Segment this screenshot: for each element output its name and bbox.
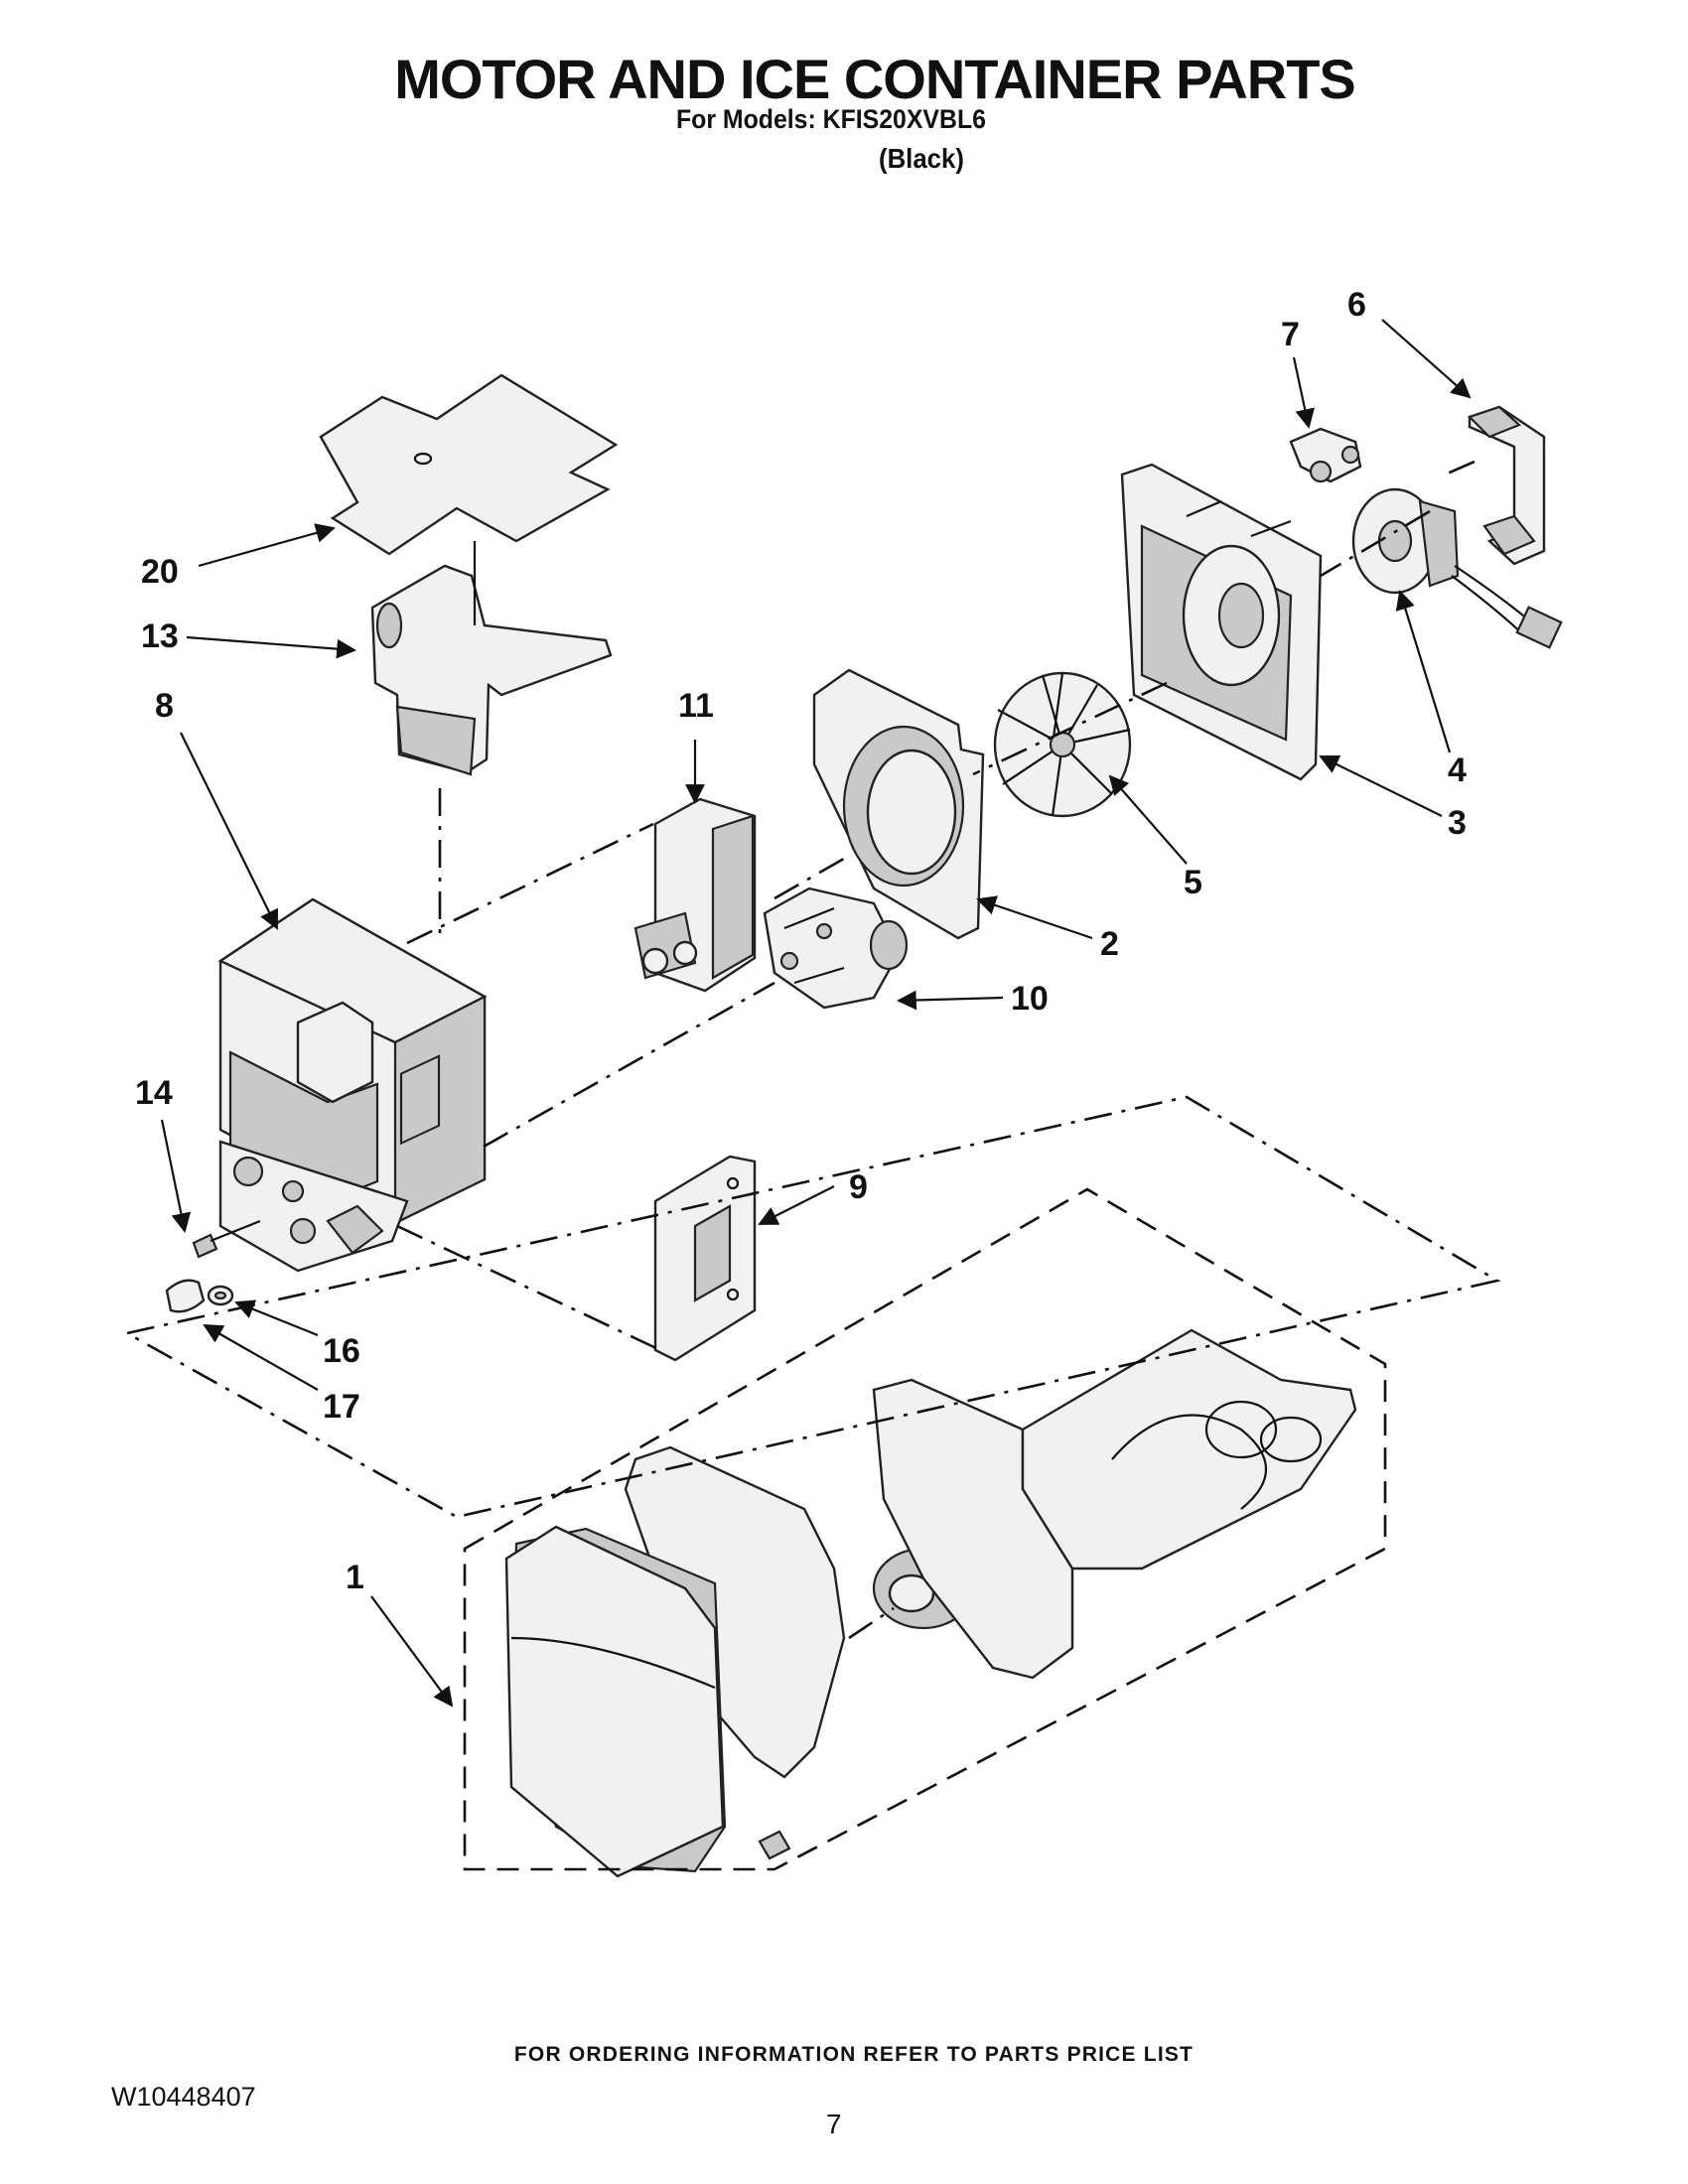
assembly-outlines	[123, 460, 1501, 1871]
part-1-ice-container	[504, 1328, 1357, 1878]
part-8-housing	[217, 897, 488, 1273]
callout-label-5: 5	[1184, 864, 1202, 901]
part-16-washer	[207, 1285, 234, 1306]
callout-2: 2	[976, 895, 1119, 963]
callout-label-14: 14	[135, 1074, 173, 1112]
ordering-note: FOR ORDERING INFORMATION REFER TO PARTS …	[513, 2043, 1195, 2066]
callout-label-11: 11	[678, 687, 714, 725]
callout-label-6: 6	[1347, 286, 1366, 324]
callout-16: 16	[234, 1299, 360, 1370]
callout-label-10: 10	[1011, 980, 1049, 1018]
callout-label-2: 2	[1100, 925, 1119, 963]
callout-label-9: 9	[849, 1168, 868, 1206]
part-2-fan-shroud	[812, 668, 985, 940]
callout-7: 7	[1281, 316, 1315, 429]
callout-9: 9	[758, 1168, 868, 1225]
callout-11: 11	[678, 687, 714, 804]
part-5-fan-blade	[993, 671, 1132, 818]
part-13-duct	[370, 541, 613, 776]
part-14-screw	[192, 1219, 261, 1259]
document-number: W10448407	[111, 2082, 256, 2112]
callout-label-3: 3	[1448, 804, 1467, 842]
callouts: 20 13 8 11 14 9 16 17	[135, 286, 1472, 1707]
part-17-nut	[165, 1279, 206, 1313]
callout-13: 13	[141, 617, 356, 659]
page-number: 7	[826, 2109, 842, 2139]
callout-6: 6	[1347, 286, 1472, 399]
callout-label-17: 17	[323, 1388, 360, 1426]
part-20-insulation-sheet	[319, 373, 619, 556]
callout-14: 14	[135, 1074, 192, 1233]
callout-4: 4	[1395, 590, 1467, 789]
color-note: (Black)	[879, 143, 964, 174]
part-11-switch-bracket	[633, 797, 757, 993]
callout-label-8: 8	[155, 687, 174, 725]
callout-8: 8	[155, 687, 279, 930]
callout-label-1: 1	[346, 1559, 364, 1596]
callout-20: 20	[141, 523, 336, 591]
callout-label-13: 13	[141, 617, 179, 655]
callout-1: 1	[346, 1559, 454, 1707]
callout-label-4: 4	[1448, 751, 1467, 789]
part-10-auger-motor	[763, 887, 909, 1010]
callout-5: 5	[1108, 774, 1202, 901]
callout-3: 3	[1319, 754, 1467, 842]
part-6-bracket	[1467, 405, 1546, 566]
page-title: MOTOR AND ICE CONTAINER PARTS	[394, 48, 1356, 110]
callout-10: 10	[897, 980, 1049, 1018]
callout-label-7: 7	[1281, 316, 1300, 353]
part-3-fan-housing	[1120, 463, 1323, 781]
callout-17: 17	[203, 1324, 360, 1426]
callout-label-16: 16	[323, 1332, 360, 1370]
part-9-cover-plate	[653, 1155, 757, 1362]
part-7-clip	[1289, 427, 1362, 483]
part-4-fan-motor	[1351, 487, 1563, 649]
callout-label-20: 20	[141, 553, 179, 591]
model-line: For Models: KFIS20XVBL6	[676, 104, 986, 134]
